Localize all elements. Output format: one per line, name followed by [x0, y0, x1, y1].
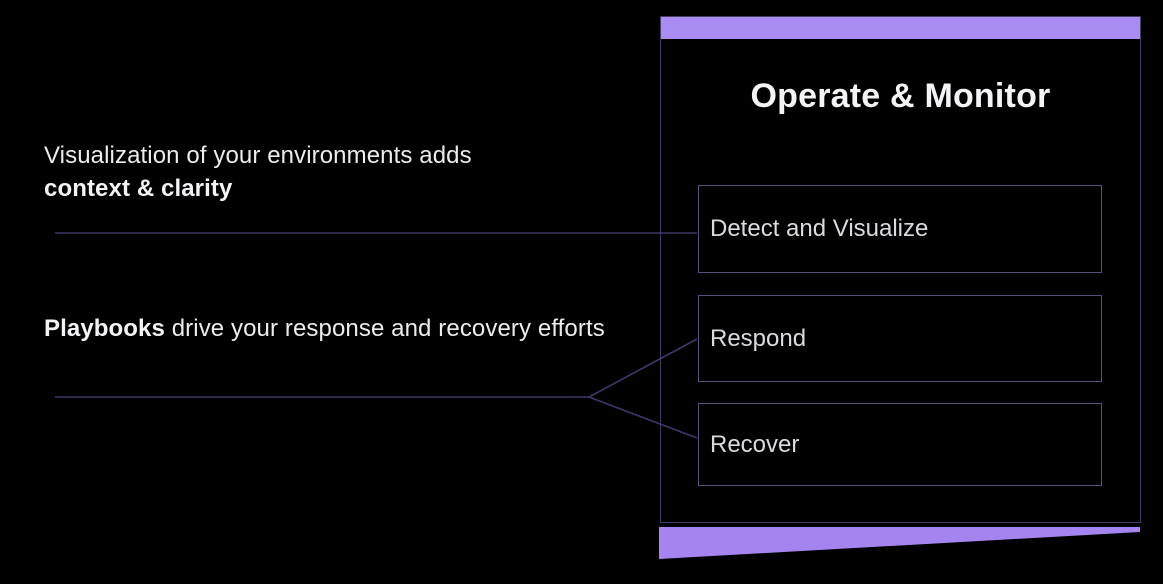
- step-box-label: Detect and Visualize: [710, 215, 929, 242]
- connector-fork-line: [55, 338, 698, 439]
- callout-playbooks-rest: drive your response and recovery efforts: [164, 315, 605, 342]
- callout-playbooks: Playbooks drive your response and recove…: [44, 312, 605, 345]
- step-box-label: Recover: [710, 430, 800, 458]
- operate-monitor-panel: Operate & Monitor Detect and Visualize R…: [660, 16, 1141, 523]
- callout-visualization: Visualization of your environments adds …: [44, 139, 472, 205]
- step-box-recover: Recover: [698, 403, 1102, 486]
- panel-top-accent-bar: [661, 17, 1140, 39]
- panel-title: Operate & Monitor: [750, 77, 1051, 115]
- callout-playbooks-bold: Playbooks: [44, 315, 165, 342]
- panel-bottom-accent-wedge: [659, 527, 1140, 559]
- callout-visualization-line2: context & clarity: [44, 175, 233, 202]
- step-box-label: Respond: [710, 324, 807, 352]
- step-box-respond: Respond: [698, 295, 1102, 382]
- callout-visualization-line1: Visualization of your environments adds: [44, 142, 472, 169]
- step-box-detect-and-visualize: Detect and Visualize: [698, 185, 1102, 273]
